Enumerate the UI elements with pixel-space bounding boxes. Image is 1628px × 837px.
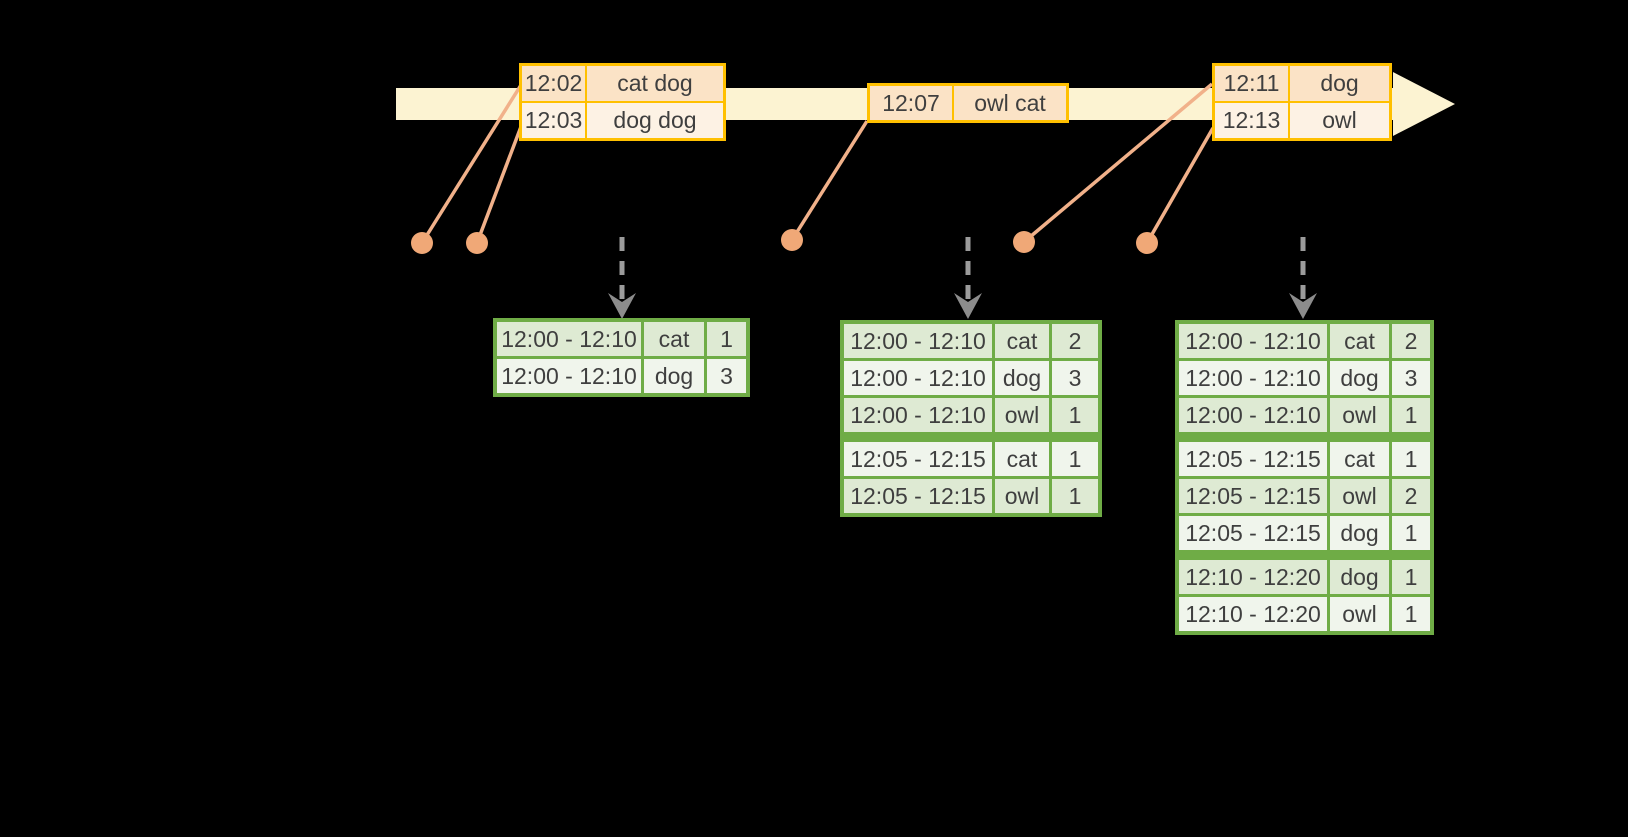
result-cell-word: dog [1330,560,1389,594]
result-cell-word: dog [1330,516,1389,550]
event-dot-icon [1013,231,1035,253]
result-cell-window: 12:00 - 12:10 [1179,398,1327,432]
result-cell-count: 1 [1052,479,1098,513]
event-cell-time: 12:13 [1215,103,1288,138]
result-cell-count: 1 [1392,516,1430,550]
result-cell-window: 12:00 - 12:10 [1179,361,1327,395]
event-dot-icon [466,232,488,254]
event-cell-time: 12:02 [522,66,585,101]
trigger-arrowhead-icon [1289,293,1317,319]
result-cell-window: 12:05 - 12:15 [1179,442,1327,476]
event-cell-words: cat dog [587,66,723,101]
result-cell-window: 12:05 - 12:15 [844,479,992,513]
result-cell-word: cat [995,442,1049,476]
result-cell-window: 12:00 - 12:10 [1179,324,1327,358]
result-cell-word: cat [644,322,704,356]
result-cell-window: 12:05 - 12:15 [844,442,992,476]
window-group-separator [1179,435,1430,439]
result-cell-word: owl [995,398,1049,432]
trigger-arrows [608,237,1317,319]
result-cell-count: 1 [707,322,746,356]
result-cell-word: cat [1330,442,1389,476]
result-cell-count: 1 [1392,398,1430,432]
event-cell-time: 12:03 [522,103,585,138]
result-cell-window: 12:05 - 12:15 [1179,479,1327,513]
event-cell-words: dog dog [587,103,723,138]
result-cell-count: 1 [1052,398,1098,432]
connector-line-12-11 [1022,82,1214,244]
window-group-separator [844,435,1098,439]
event-dot-icon [781,229,803,251]
result-cell-count: 3 [1392,361,1430,395]
result-cell-count: 3 [707,359,746,393]
result-cell-word: dog [1330,361,1389,395]
result-cell-count: 2 [1052,324,1098,358]
result-cell-count: 3 [1052,361,1098,395]
result-cell-window: 12:00 - 12:10 [497,322,641,356]
result-cell-word: owl [995,479,1049,513]
result-cell-word: owl [1330,398,1389,432]
result-cell-window: 12:05 - 12:15 [1179,516,1327,550]
event-cell-time: 12:11 [1215,66,1288,101]
window-group-separator [1179,553,1430,557]
result-cell-window: 12:00 - 12:10 [844,361,992,395]
result-cell-count: 1 [1392,442,1430,476]
connector-line-12-13 [1145,127,1215,244]
result-cell-window: 12:10 - 12:20 [1179,560,1327,594]
trigger-arrowhead-icon [954,293,982,319]
result-cell-word: dog [995,361,1049,395]
result-cell-window: 12:00 - 12:10 [844,324,992,358]
result-cell-word: cat [1330,324,1389,358]
result-cell-word: owl [1330,479,1389,513]
result-cell-window: 12:10 - 12:20 [1179,597,1327,631]
event-dot-icon [1136,232,1158,254]
event-time-arrowhead-icon [1393,72,1455,136]
connector-line-12-07 [790,120,869,241]
event-cell-words: dog [1290,66,1389,101]
result-cell-count: 1 [1392,597,1430,631]
result-cell-count: 2 [1392,324,1430,358]
result-cell-count: 1 [1392,560,1430,594]
event-dots [411,229,1158,254]
event-connector-lines [420,82,1215,244]
connector-line-12-02 [420,84,523,244]
event-cell-words: owl [1290,103,1389,138]
result-cell-word: owl [1330,597,1389,631]
result-cell-window: 12:00 - 12:10 [844,398,992,432]
event-dot-icon [411,232,433,254]
trigger-arrowhead-icon [608,293,636,319]
result-cell-window: 12:00 - 12:10 [497,359,641,393]
result-cell-word: cat [995,324,1049,358]
result-cell-count: 1 [1052,442,1098,476]
event-cell-words: owl cat [954,86,1066,120]
result-cell-count: 2 [1392,479,1430,513]
connector-line-12-03 [475,123,524,244]
result-cell-word: dog [644,359,704,393]
event-cell-time: 12:07 [870,86,952,120]
